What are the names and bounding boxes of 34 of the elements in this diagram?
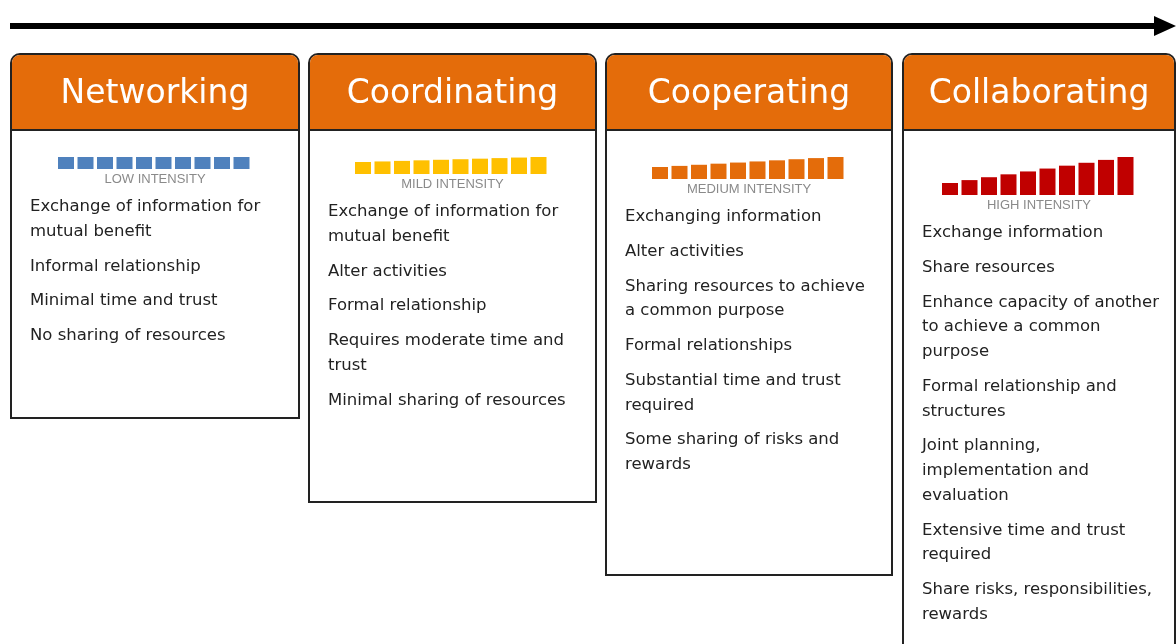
stage-card (10, 53, 300, 419)
card-item: Alter activities (328, 259, 448, 282)
card-item: Minimal sharing of resources (328, 388, 567, 411)
card-heading: Coordinating (310, 55, 595, 131)
card-item: Exchange information (922, 221, 1105, 243)
intensity-label: HIGH INTENSITY (987, 197, 1091, 212)
card-item: Extensive time and trust required (922, 518, 1127, 566)
intensity-label: MILD INTENSITY (401, 176, 504, 191)
card-item: No sharing of resources (30, 324, 227, 346)
stage-card (308, 53, 597, 503)
card-item: Sharing resources to achieve a common purpose (625, 274, 866, 322)
card-item: Substantial time and trust required (625, 368, 842, 416)
card-item: Joint planning, implementation and evaluation (922, 434, 1091, 506)
card-item: Formal relationships (625, 334, 794, 356)
intensity-label: MEDIUM INTENSITY (686, 181, 812, 196)
card-heading: Networking (12, 55, 298, 131)
card-heading: Collaborating (904, 55, 1174, 131)
card-item: Requires moderate time and trust (328, 329, 565, 376)
stage-card (902, 53, 1176, 644)
card-item: Some sharing of risks and rewards (625, 428, 841, 475)
card-item: Exchange of information for mutual benefit (30, 195, 262, 242)
stage-card (605, 53, 893, 576)
card-item: Minimal time and trust (30, 289, 219, 312)
card-item: Share risks, responsibilities, rewards (922, 578, 1154, 625)
card-item: Informal relationship (30, 254, 202, 277)
card-item: Exchange of information for mutual benefit (328, 200, 560, 247)
card-item: Share resources (922, 255, 1056, 278)
intensity-label: LOW INTENSITY (104, 171, 206, 186)
card-item: Enhance capacity of another to achieve a common purpose (922, 290, 1160, 362)
card-item: Formal relationship (328, 294, 488, 317)
card-item: Formal relationship and structures (922, 374, 1118, 422)
card-heading: Cooperating (607, 55, 891, 131)
card-item: Alter activities (625, 239, 745, 262)
card-item: Exchanging information (625, 205, 823, 227)
